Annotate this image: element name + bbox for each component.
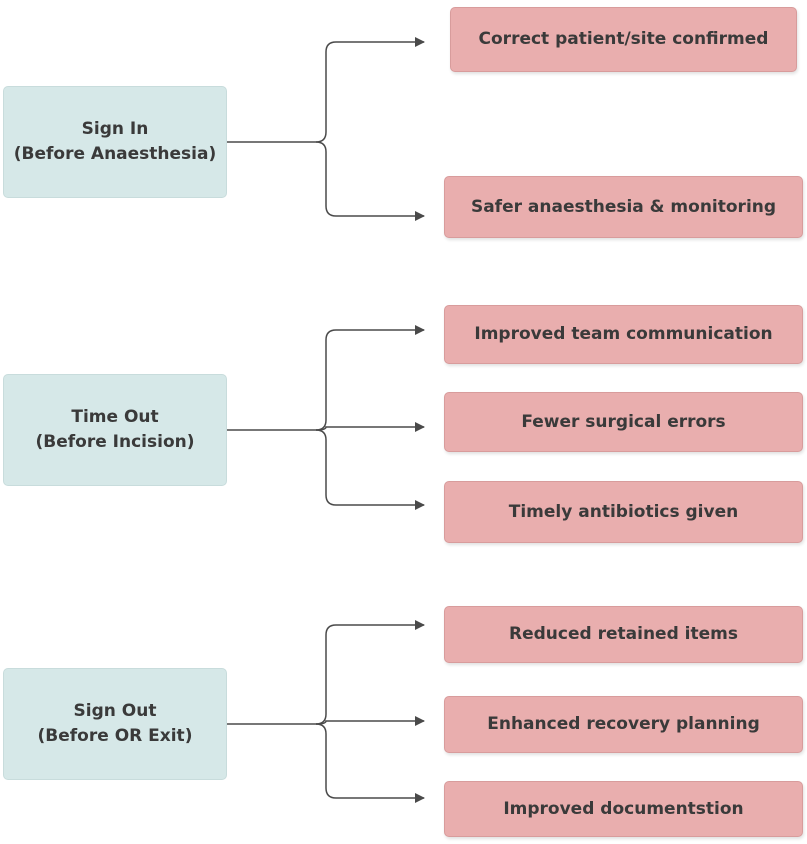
phase-title: Time Out <box>71 407 159 427</box>
outcome-label: Improved documentstion <box>503 798 744 819</box>
outcome-label: Safer anaesthesia & monitoring <box>470 196 777 217</box>
connector-sign-in-branch <box>315 141 425 221</box>
sign-out-connectors <box>227 620 425 803</box>
sign-in-connectors <box>227 37 425 221</box>
phase-box-time-out: Time Out (Before Incision) <box>3 374 227 486</box>
phase-title: Sign In <box>81 119 149 139</box>
outcome-box: Timely antibiotics given <box>444 481 803 543</box>
outcome-label: Correct patient/site confirmed <box>478 29 769 49</box>
outcome-box: Enhanced recovery planning <box>444 696 803 753</box>
connector-time-out-branch <box>315 429 425 510</box>
outcome-box: Safer anaesthesia & monitoring <box>444 176 803 238</box>
phase-subtitle: (Before Incision) <box>35 432 195 452</box>
phase-box-sign-in: Sign In (Before Anaesthesia) <box>3 86 227 198</box>
connector-sign-in-branch <box>315 37 425 143</box>
outcome-label: Fewer surgical errors <box>521 411 726 432</box>
time-out-connectors <box>227 325 425 510</box>
phase-subtitle: (Before OR Exit) <box>37 726 193 746</box>
outcome-label: Reduced retained items <box>509 624 738 644</box>
outcome-box: Improved documentstion <box>444 781 803 837</box>
outcome-box: Reduced retained items <box>444 606 803 663</box>
outcome-label: Enhanced recovery planning <box>487 714 760 734</box>
connector-time-out-branch <box>315 422 425 432</box>
outcome-box: Correct patient/site confirmed <box>450 7 797 72</box>
connector-sign-out-branch <box>315 716 425 726</box>
connector-sign-out-branch <box>315 620 425 725</box>
outcome-label: Timely antibiotics given <box>508 501 739 522</box>
outcome-box: Fewer surgical errors <box>444 392 803 452</box>
phase-subtitle: (Before Anaesthesia) <box>13 144 217 164</box>
phase-title: Sign Out <box>73 701 157 721</box>
outcome-label: Improved team communication <box>474 324 773 344</box>
outcome-box: Improved team communication <box>444 305 803 364</box>
phase-box-sign-out: Sign Out (Before OR Exit) <box>3 668 227 780</box>
connector-sign-out-branch <box>315 723 425 803</box>
connector-time-out-branch <box>315 325 425 431</box>
